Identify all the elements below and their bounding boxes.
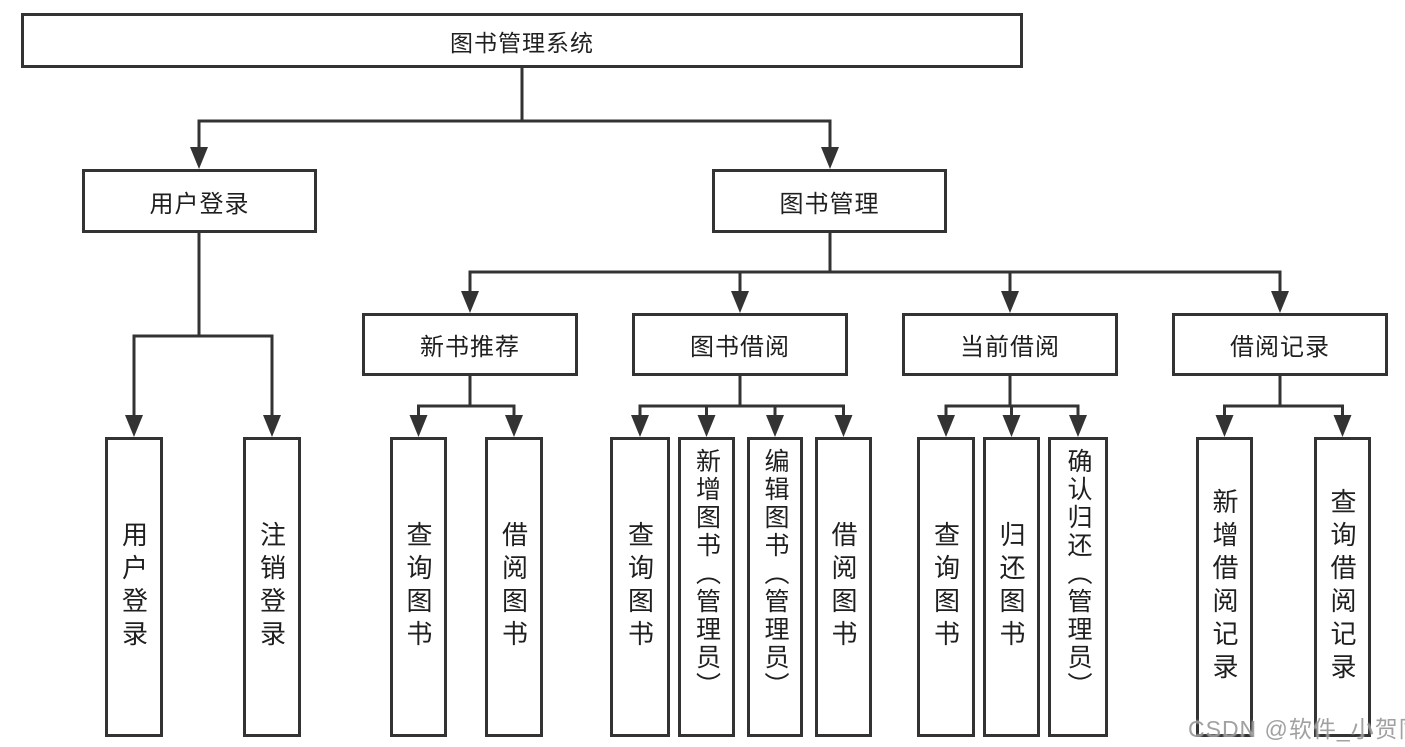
node-book-borrow: 图书借阅 [632, 313, 848, 376]
leaf-confirm-return-admin-label: 确认归还（管理员） [1064, 448, 1092, 700]
csdn-watermark: CSDN @软件_小贺同学 [1188, 716, 1405, 742]
connector-book-management-split [461, 233, 1289, 313]
connector-current-borrow-split [937, 376, 1087, 437]
node-book-borrow-label: 图书借阅 [690, 334, 790, 361]
leaf-add-book-admin-label: 新增图书（管理员） [692, 448, 721, 700]
leaf-query-books-recommend-label: 查询图书 [403, 521, 433, 653]
node-library-system: 图书管理系统 [21, 13, 1023, 68]
leaf-add-borrow-record-label: 新增借阅记录 [1209, 488, 1239, 686]
leaf-query-borrow-record: 查询借阅记录 [1314, 437, 1371, 737]
node-book-management-label: 图书管理 [779, 190, 880, 218]
leaf-user-login-label: 用户登录 [118, 521, 149, 653]
leaf-logout: 注销登录 [243, 437, 301, 737]
connector-borrow-records-split [1215, 376, 1352, 437]
leaf-borrow-books-label: 借阅图书 [828, 521, 858, 653]
leaf-user-login: 用户登录 [105, 437, 163, 737]
node-current-borrow-label: 当前借阅 [960, 334, 1060, 361]
connector-root-split [190, 68, 839, 169]
node-user-login-label: 用户登录 [149, 190, 250, 218]
node-borrow-records: 借阅记录 [1172, 313, 1388, 376]
leaf-borrow-books: 借阅图书 [815, 437, 872, 737]
node-new-book-recommend-label: 新书推荐 [420, 334, 520, 361]
leaf-edit-book-admin-label: 编辑图书（管理员） [761, 448, 789, 700]
leaf-add-borrow-record: 新增借阅记录 [1196, 437, 1253, 737]
node-new-book-recommend: 新书推荐 [362, 313, 578, 376]
leaf-add-book-admin: 新增图书（管理员） [678, 437, 735, 737]
leaf-query-books-recommend: 查询图书 [390, 437, 447, 737]
leaf-query-books-current: 查询图书 [917, 437, 975, 737]
node-borrow-records-label: 借阅记录 [1230, 334, 1330, 361]
leaf-borrow-books-recommend: 借阅图书 [485, 437, 543, 737]
leaf-borrow-books-recommend-label: 借阅图书 [498, 521, 529, 653]
leaf-edit-book-admin: 编辑图书（管理员） [747, 437, 803, 737]
leaf-return-books-label: 归还图书 [996, 521, 1026, 653]
node-library-system-label: 图书管理系统 [450, 29, 594, 56]
node-user-login: 用户登录 [82, 169, 317, 233]
leaf-return-books: 归还图书 [983, 437, 1040, 737]
node-book-management: 图书管理 [712, 169, 947, 233]
connector-book-borrow-split [631, 376, 853, 437]
leaf-logout-label: 注销登录 [256, 521, 287, 653]
connector-new-book-split [409, 376, 523, 437]
leaf-query-borrow-record-label: 查询借阅记录 [1327, 488, 1357, 686]
leaf-query-books-current-label: 查询图书 [930, 521, 961, 653]
connector-user-login-split [125, 233, 281, 437]
node-current-borrow: 当前借阅 [902, 313, 1118, 376]
leaf-query-books-borrow: 查询图书 [610, 437, 670, 737]
leaf-query-books-borrow-label: 查询图书 [624, 521, 655, 653]
leaf-confirm-return-admin: 确认归还（管理员） [1048, 437, 1108, 737]
